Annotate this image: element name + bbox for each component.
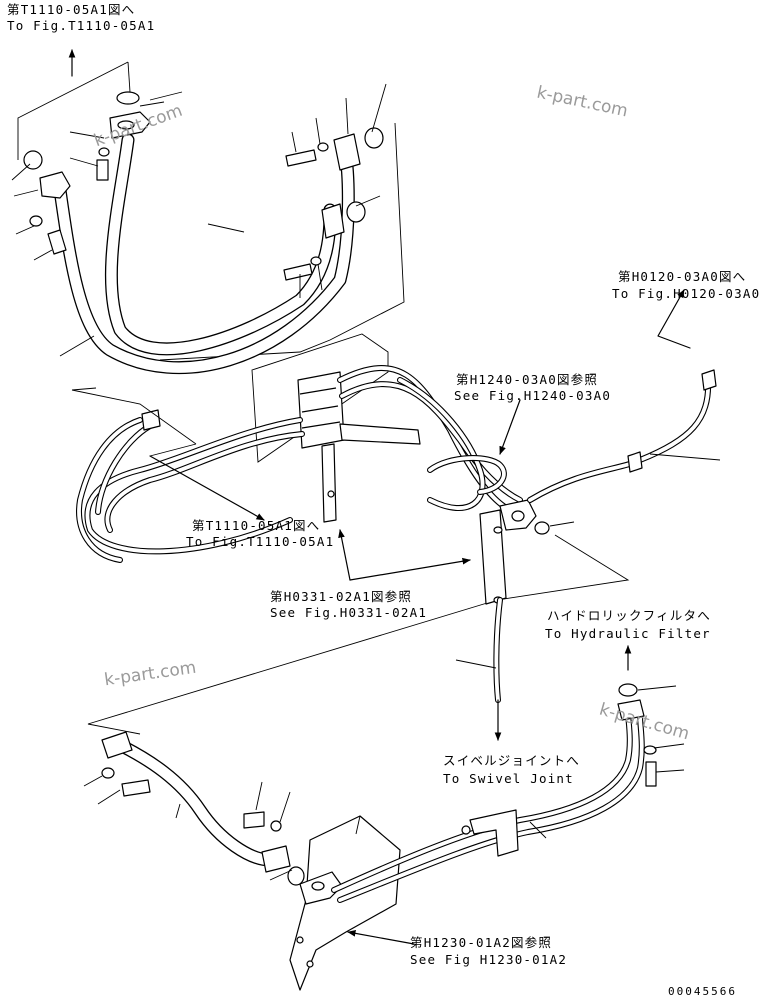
lower-bracket (289, 815, 401, 991)
valve-group-frame (251, 333, 389, 463)
upper-fittings (23, 91, 384, 281)
ref-swivel-en: To Swivel Joint (443, 771, 574, 786)
ref-h1230-en: See Fig H1230-01A2 (410, 952, 568, 967)
ref-h1240-jp: 第H1240-03A0図参照 (456, 372, 599, 387)
ref-h1230-jp: 第H1230-01A2図参照 (410, 935, 553, 950)
ref-filter-en: To Hydraulic Filter (545, 626, 711, 641)
swivel-pipe-loop (427, 455, 507, 495)
hose-to-swivel (455, 597, 503, 703)
ref-h1240-en: See Fig.H1240-03A0 (454, 388, 612, 403)
lower-left-pipe (83, 731, 305, 886)
ref-right-jp: 第H0120-03A0図へ (618, 269, 747, 284)
ref-mid-en: To Fig.T1110-05A1 (186, 534, 335, 549)
ref-mid-jp: 第T1110-05A1図へ (192, 518, 321, 533)
swivel-bracket (479, 499, 575, 605)
ref-swivel-jp: スイベルジョイントへ (443, 753, 581, 768)
ref-right-en: To Fig.H0120-03A0 (612, 286, 760, 301)
upper-leader-lines (11, 83, 387, 357)
ref-top-jp: 第T1110-05A1図へ (7, 2, 136, 17)
reference-arrows (68, 49, 691, 945)
ref-h0331-en: See Fig.H0331-02A1 (270, 605, 428, 620)
lower-right-pipe (331, 683, 685, 903)
upper-hoses (53, 133, 355, 375)
ref-filter-jp: ハイドロリックフィルタへ (547, 608, 711, 623)
ref-top-en: To Fig.T1110-05A1 (7, 18, 156, 33)
hose-to-h0120 (527, 369, 721, 503)
drawing-number: 00045566 (668, 985, 737, 998)
central-valve-block (297, 371, 421, 523)
lower-group-frame (87, 534, 630, 735)
ref-h0331-jp: 第H0331-02A1図参照 (270, 589, 413, 604)
